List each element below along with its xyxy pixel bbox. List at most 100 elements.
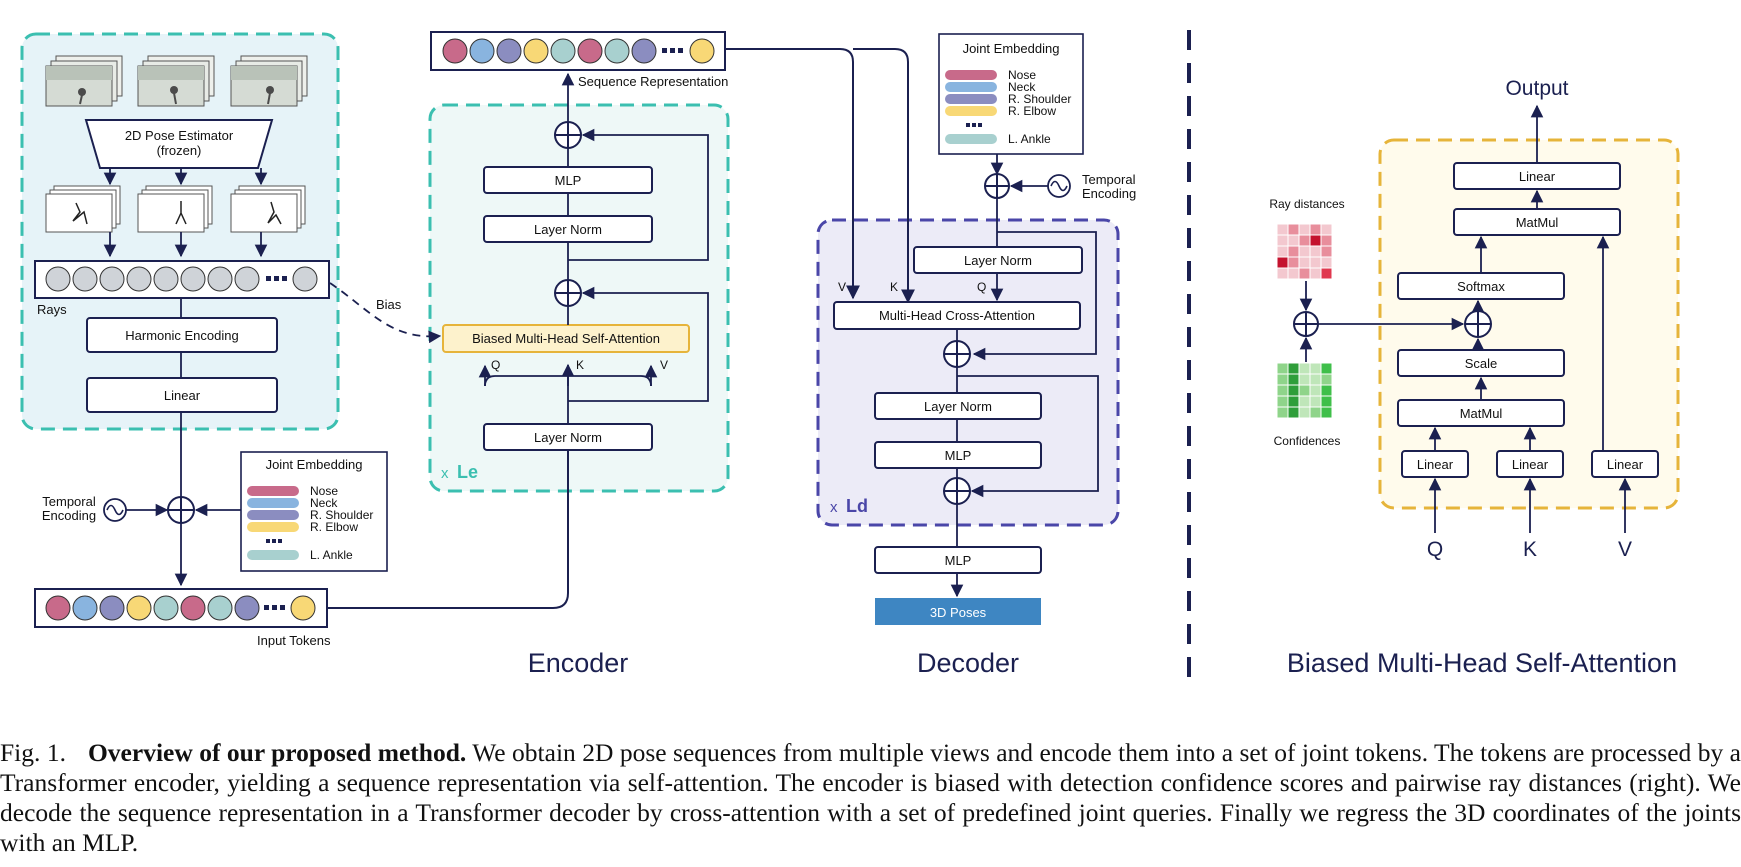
- encoder-add-node: [554, 121, 582, 149]
- figure-caption: Fig. 1.Overview of our proposed method. …: [0, 738, 1741, 858]
- sequence-representation-label: Sequence Representation: [578, 74, 728, 89]
- attention-softmax-label: Softmax: [1457, 279, 1505, 294]
- camera-view-stack: [45, 55, 123, 107]
- attention-linear-top: [1453, 162, 1621, 190]
- sequence-token-circles: [442, 38, 715, 64]
- caption-heading: Overview of our proposed method.: [87, 738, 467, 767]
- joint-label: L. Ankle: [1008, 132, 1051, 146]
- attention-linear-v-label: Linear: [1607, 457, 1644, 472]
- input-linear-label: Linear: [164, 388, 201, 403]
- attention-matmul-bottom-label: MatMul: [1460, 406, 1503, 421]
- input-add-node: [167, 496, 195, 524]
- joint-embedding-title: Joint Embedding: [963, 41, 1060, 56]
- seq-to-decoder-k: [853, 48, 915, 304]
- pose-2d-stack: [230, 185, 306, 233]
- joint-label: R. Shoulder: [310, 508, 373, 522]
- decoder-repeat-x: x: [830, 499, 838, 516]
- harmonic-encoding-label: Harmonic Encoding: [125, 328, 238, 343]
- poses-output-block: [875, 598, 1041, 625]
- encoder-q-label: Q: [491, 358, 500, 372]
- encoder-layernorm-top-label: Layer Norm: [534, 222, 602, 237]
- pose-estimator-label: 2D Pose Estimator: [125, 128, 234, 143]
- pose-estimator-block: [84, 119, 274, 169]
- harmonic-encoding-block: [86, 317, 278, 353]
- joint-label: Nose: [310, 484, 338, 498]
- temporal-encoding-sublabel: Encoding: [42, 508, 96, 523]
- joint-label: R. Elbow: [310, 520, 358, 534]
- poses-output-label: 3D Poses: [930, 605, 987, 620]
- attention-linear-k-label: Linear: [1512, 457, 1549, 472]
- seq-to-decoder-v: [725, 48, 860, 300]
- temporal-encoding-label: Temporal: [42, 494, 96, 509]
- attention-scale-label: Scale: [1465, 356, 1498, 371]
- attention-matmul-top: [1453, 208, 1621, 236]
- joint-embedding-title: Joint Embedding: [266, 457, 363, 472]
- encoder-residual-2: [568, 128, 709, 261]
- pose-2d-stack: [137, 185, 213, 233]
- encoder-k-label: K: [576, 358, 584, 372]
- pose-estimator-sublabel: (frozen): [157, 143, 202, 158]
- sine-wave-icon: [1047, 174, 1071, 198]
- attention-bias-add-node: [1464, 310, 1492, 338]
- decoder-q-label: Q: [977, 280, 986, 294]
- figure-number: Fig. 1.: [0, 738, 66, 767]
- decoder-layernorm-2: [874, 392, 1042, 420]
- decoder-mlp-inner: [874, 441, 1042, 469]
- decoder-residual-2: [957, 375, 1099, 498]
- attention-output-label: Output: [1505, 77, 1568, 100]
- decoder-title: Decoder: [917, 648, 1019, 678]
- joint-label: Neck: [1008, 80, 1036, 94]
- rays-label: Rays: [37, 302, 67, 317]
- decoder-mlp-out-label: MLP: [945, 553, 972, 568]
- decoder-temporal-add-node: [984, 173, 1010, 199]
- input-token-circles: [45, 595, 316, 621]
- decoder-temporal-sublabel: Encoding: [1082, 186, 1136, 201]
- bias-add-node: [1293, 311, 1319, 337]
- decoder-mlp-out: [874, 546, 1042, 574]
- encoder-add-node: [554, 279, 582, 307]
- encoder-title: Encoder: [528, 648, 629, 678]
- decoder-v-label: V: [838, 280, 846, 294]
- encoder-repeat-x: x: [441, 465, 449, 482]
- input-tokens-label: Input Tokens: [257, 633, 331, 648]
- bias-label: Bias: [376, 297, 402, 312]
- joint-label: L. Ankle: [310, 548, 353, 562]
- caption-body: We obtain 2D pose sequences from multipl…: [0, 738, 1741, 857]
- joint-label: R. Shoulder: [1008, 92, 1071, 106]
- decoder-temporal-label: Temporal: [1082, 172, 1136, 187]
- joint-label: Neck: [310, 496, 338, 510]
- confidences-label: Confidences: [1274, 434, 1341, 448]
- attention-linear-q-label: Linear: [1417, 457, 1454, 472]
- attention-matmul-top-label: MatMul: [1516, 215, 1559, 230]
- encoder-v-label: V: [660, 358, 668, 372]
- ray-circles: [45, 266, 318, 292]
- tokens-to-encoder-edge: [327, 452, 569, 609]
- encoder-repeat-count: Le: [457, 462, 478, 482]
- confidence-matrix: [1276, 362, 1333, 419]
- attention-softmax: [1397, 272, 1565, 300]
- encoder-layernorm-bottom-label: Layer Norm: [534, 430, 602, 445]
- biased-attention-label: Biased Multi-Head Self-Attention: [472, 331, 660, 346]
- attention-linear-q: [1401, 450, 1469, 478]
- biased-attention-block: [442, 324, 690, 353]
- attention-linear-v: [1591, 450, 1659, 478]
- input-linear-block: [86, 377, 278, 413]
- cross-attention-label: Multi-Head Cross-Attention: [879, 308, 1035, 323]
- attention-title: Biased Multi-Head Self-Attention: [1287, 648, 1677, 678]
- decoder-layernorm-1: [913, 246, 1083, 274]
- attention-q-label: Q: [1427, 538, 1443, 561]
- decoder-add-node: [943, 477, 971, 505]
- decoder-add-node: [943, 340, 971, 368]
- attention-linear-top-label: Linear: [1519, 169, 1556, 184]
- decoder-repeat-count: Ld: [846, 496, 868, 516]
- decoder-mlp-inner-label: MLP: [945, 448, 972, 463]
- joint-label: R. Elbow: [1008, 104, 1056, 118]
- joint-label: Nose: [1008, 68, 1036, 82]
- decoder-layernorm-1-label: Layer Norm: [964, 253, 1032, 268]
- attention-k-label: K: [1523, 538, 1537, 561]
- encoder-residual-1: [568, 286, 709, 402]
- attention-v-label: V: [1618, 538, 1632, 561]
- attention-scale: [1397, 349, 1565, 377]
- ray-distances-label: Ray distances: [1269, 197, 1344, 211]
- encoder-mlp-label: MLP: [555, 173, 582, 188]
